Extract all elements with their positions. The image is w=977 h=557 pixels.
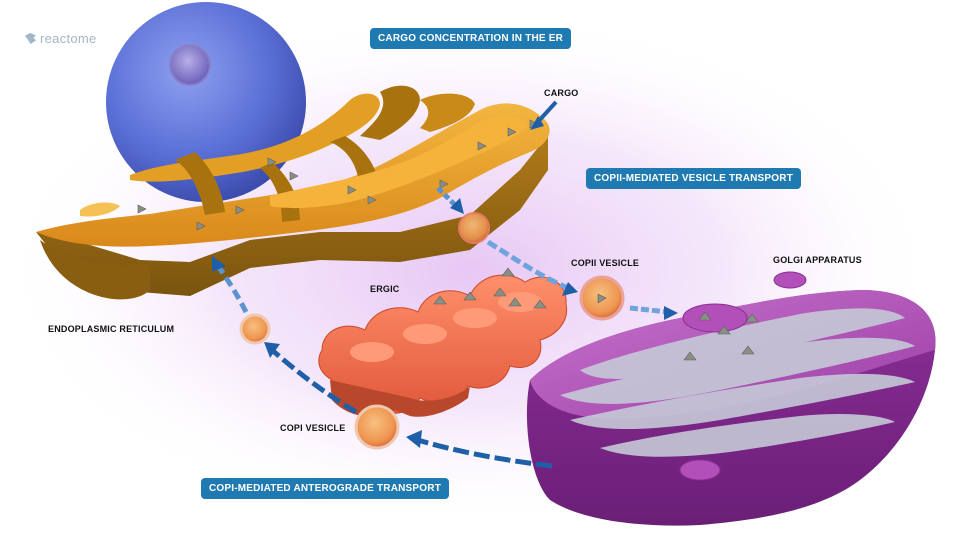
endoplasmic-reticulum — [36, 85, 550, 300]
label-copii-vesicle: COPII VESICLE — [571, 258, 640, 268]
reactome-logo-icon — [24, 32, 37, 45]
vesicle-to-golgi-arrow — [629, 305, 669, 315]
golgi-to-copi-arrow — [417, 437, 553, 469]
nucleolus — [169, 44, 211, 86]
golgi-apparatus — [526, 271, 936, 526]
label-ergic: ERGIC — [370, 284, 400, 294]
copii-transport-arrow — [486, 239, 569, 291]
copi-to-er-arrow — [215, 264, 249, 314]
label-copi-vesicle: COPI VESICLE — [280, 423, 346, 433]
label-endoplasmic-reticulum: ENDOPLASMIC RETICULUM — [48, 324, 175, 334]
badge-copii-transport: COPII-MEDIATED VESICLE TRANSPORT — [586, 168, 802, 189]
badge-copi-transport: COPI-MEDIATED ANTEROGRADE TRANSPORT — [201, 478, 449, 499]
golgi-cis-vesicle — [682, 303, 748, 333]
reactome-logo: reactome — [24, 31, 97, 46]
copi-vesicle-small — [239, 313, 271, 345]
copi-vesicle-large — [354, 404, 400, 450]
logo-text: reactome — [40, 31, 97, 46]
copii-vesicle-budding — [458, 212, 490, 244]
ergic-compartment — [318, 267, 568, 417]
copii-vesicle — [579, 275, 625, 321]
transport-arrows — [212, 100, 678, 469]
label-golgi-apparatus: GOLGI APPARATUS — [773, 255, 862, 265]
badge-cargo-concentration: CARGO CONCENTRATION IN THE ER — [370, 28, 572, 49]
label-cargo: CARGO — [544, 88, 579, 98]
copi-retrograde-arrow — [270, 348, 358, 415]
